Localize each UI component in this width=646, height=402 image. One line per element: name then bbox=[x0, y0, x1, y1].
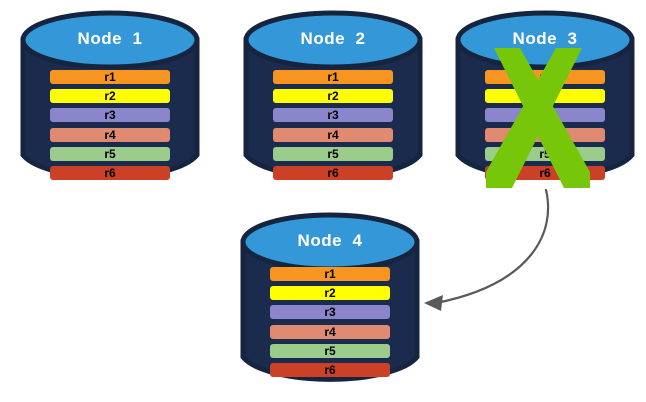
record-r6[interactable]: r6 bbox=[273, 165, 393, 180]
record-r4[interactable]: r4 bbox=[50, 127, 170, 142]
record-label: r2 bbox=[539, 89, 551, 104]
record-label: r1 bbox=[327, 70, 339, 84]
node-4[interactable]: Node 4 r1 r2 r3 r4 r5 r6 bbox=[240, 212, 420, 387]
node-4-records: r1 r2 r3 r4 r5 r6 bbox=[240, 267, 420, 377]
arrow-head-icon bbox=[424, 295, 443, 311]
record-label: r1 bbox=[104, 70, 116, 84]
record-label: r5 bbox=[324, 343, 336, 358]
record-label: r4 bbox=[324, 324, 336, 339]
record-label: r2 bbox=[104, 89, 116, 104]
record-r1[interactable]: r1 bbox=[50, 70, 170, 84]
record-r3[interactable]: r3 bbox=[270, 305, 390, 320]
record-label: r3 bbox=[104, 108, 116, 123]
record-r1[interactable]: r1 bbox=[270, 267, 390, 281]
node-3-records: r1 r2 r3 r4 r5 r6 bbox=[455, 70, 635, 180]
record-r6[interactable]: r6 bbox=[50, 165, 170, 180]
record-r2[interactable]: r2 bbox=[50, 89, 170, 104]
record-r3[interactable]: r3 bbox=[50, 108, 170, 123]
record-r4[interactable]: r4 bbox=[273, 127, 393, 142]
node-2-records: r1 r2 r3 r4 r5 r6 bbox=[243, 70, 423, 180]
record-r2[interactable]: r2 bbox=[270, 286, 390, 301]
record-label: r6 bbox=[324, 362, 336, 377]
record-label: r5 bbox=[539, 146, 551, 161]
node-1[interactable]: Node 1 r1 r2 r3 r4 r5 r6 bbox=[20, 10, 200, 185]
record-r3[interactable]: r3 bbox=[485, 108, 605, 123]
node-2[interactable]: Node 2 r1 r2 r3 r4 r5 r6 bbox=[243, 10, 423, 185]
record-r6[interactable]: r6 bbox=[485, 165, 605, 180]
record-r2[interactable]: r2 bbox=[273, 89, 393, 104]
record-r1[interactable]: r1 bbox=[485, 70, 605, 84]
record-r5[interactable]: r5 bbox=[50, 146, 170, 161]
record-label: r4 bbox=[539, 127, 551, 142]
record-label: r3 bbox=[324, 305, 336, 320]
record-label: r6 bbox=[104, 165, 116, 180]
record-r5[interactable]: r5 bbox=[485, 146, 605, 161]
record-r4[interactable]: r4 bbox=[270, 324, 390, 339]
record-label: r3 bbox=[539, 108, 551, 123]
node-3[interactable]: Node 3 r1 r2 r3 r4 r5 r6 bbox=[455, 10, 635, 185]
record-label: r4 bbox=[104, 127, 116, 142]
node-1-records: r1 r2 r3 r4 r5 r6 bbox=[20, 70, 200, 180]
record-label: r5 bbox=[104, 146, 116, 161]
record-label: r6 bbox=[539, 165, 551, 180]
record-label: r2 bbox=[327, 89, 339, 104]
record-label: r4 bbox=[327, 127, 339, 142]
record-label: r2 bbox=[324, 286, 336, 301]
record-r6[interactable]: r6 bbox=[270, 362, 390, 377]
record-r1[interactable]: r1 bbox=[273, 70, 393, 84]
record-label: r1 bbox=[324, 267, 336, 281]
record-r4[interactable]: r4 bbox=[485, 127, 605, 142]
record-r2[interactable]: r2 bbox=[485, 89, 605, 104]
record-r5[interactable]: r5 bbox=[273, 146, 393, 161]
record-label: r5 bbox=[327, 146, 339, 161]
record-label: r6 bbox=[327, 165, 339, 180]
record-label: r1 bbox=[539, 70, 551, 84]
record-label: r3 bbox=[327, 108, 339, 123]
record-r5[interactable]: r5 bbox=[270, 343, 390, 358]
record-r3[interactable]: r3 bbox=[273, 108, 393, 123]
